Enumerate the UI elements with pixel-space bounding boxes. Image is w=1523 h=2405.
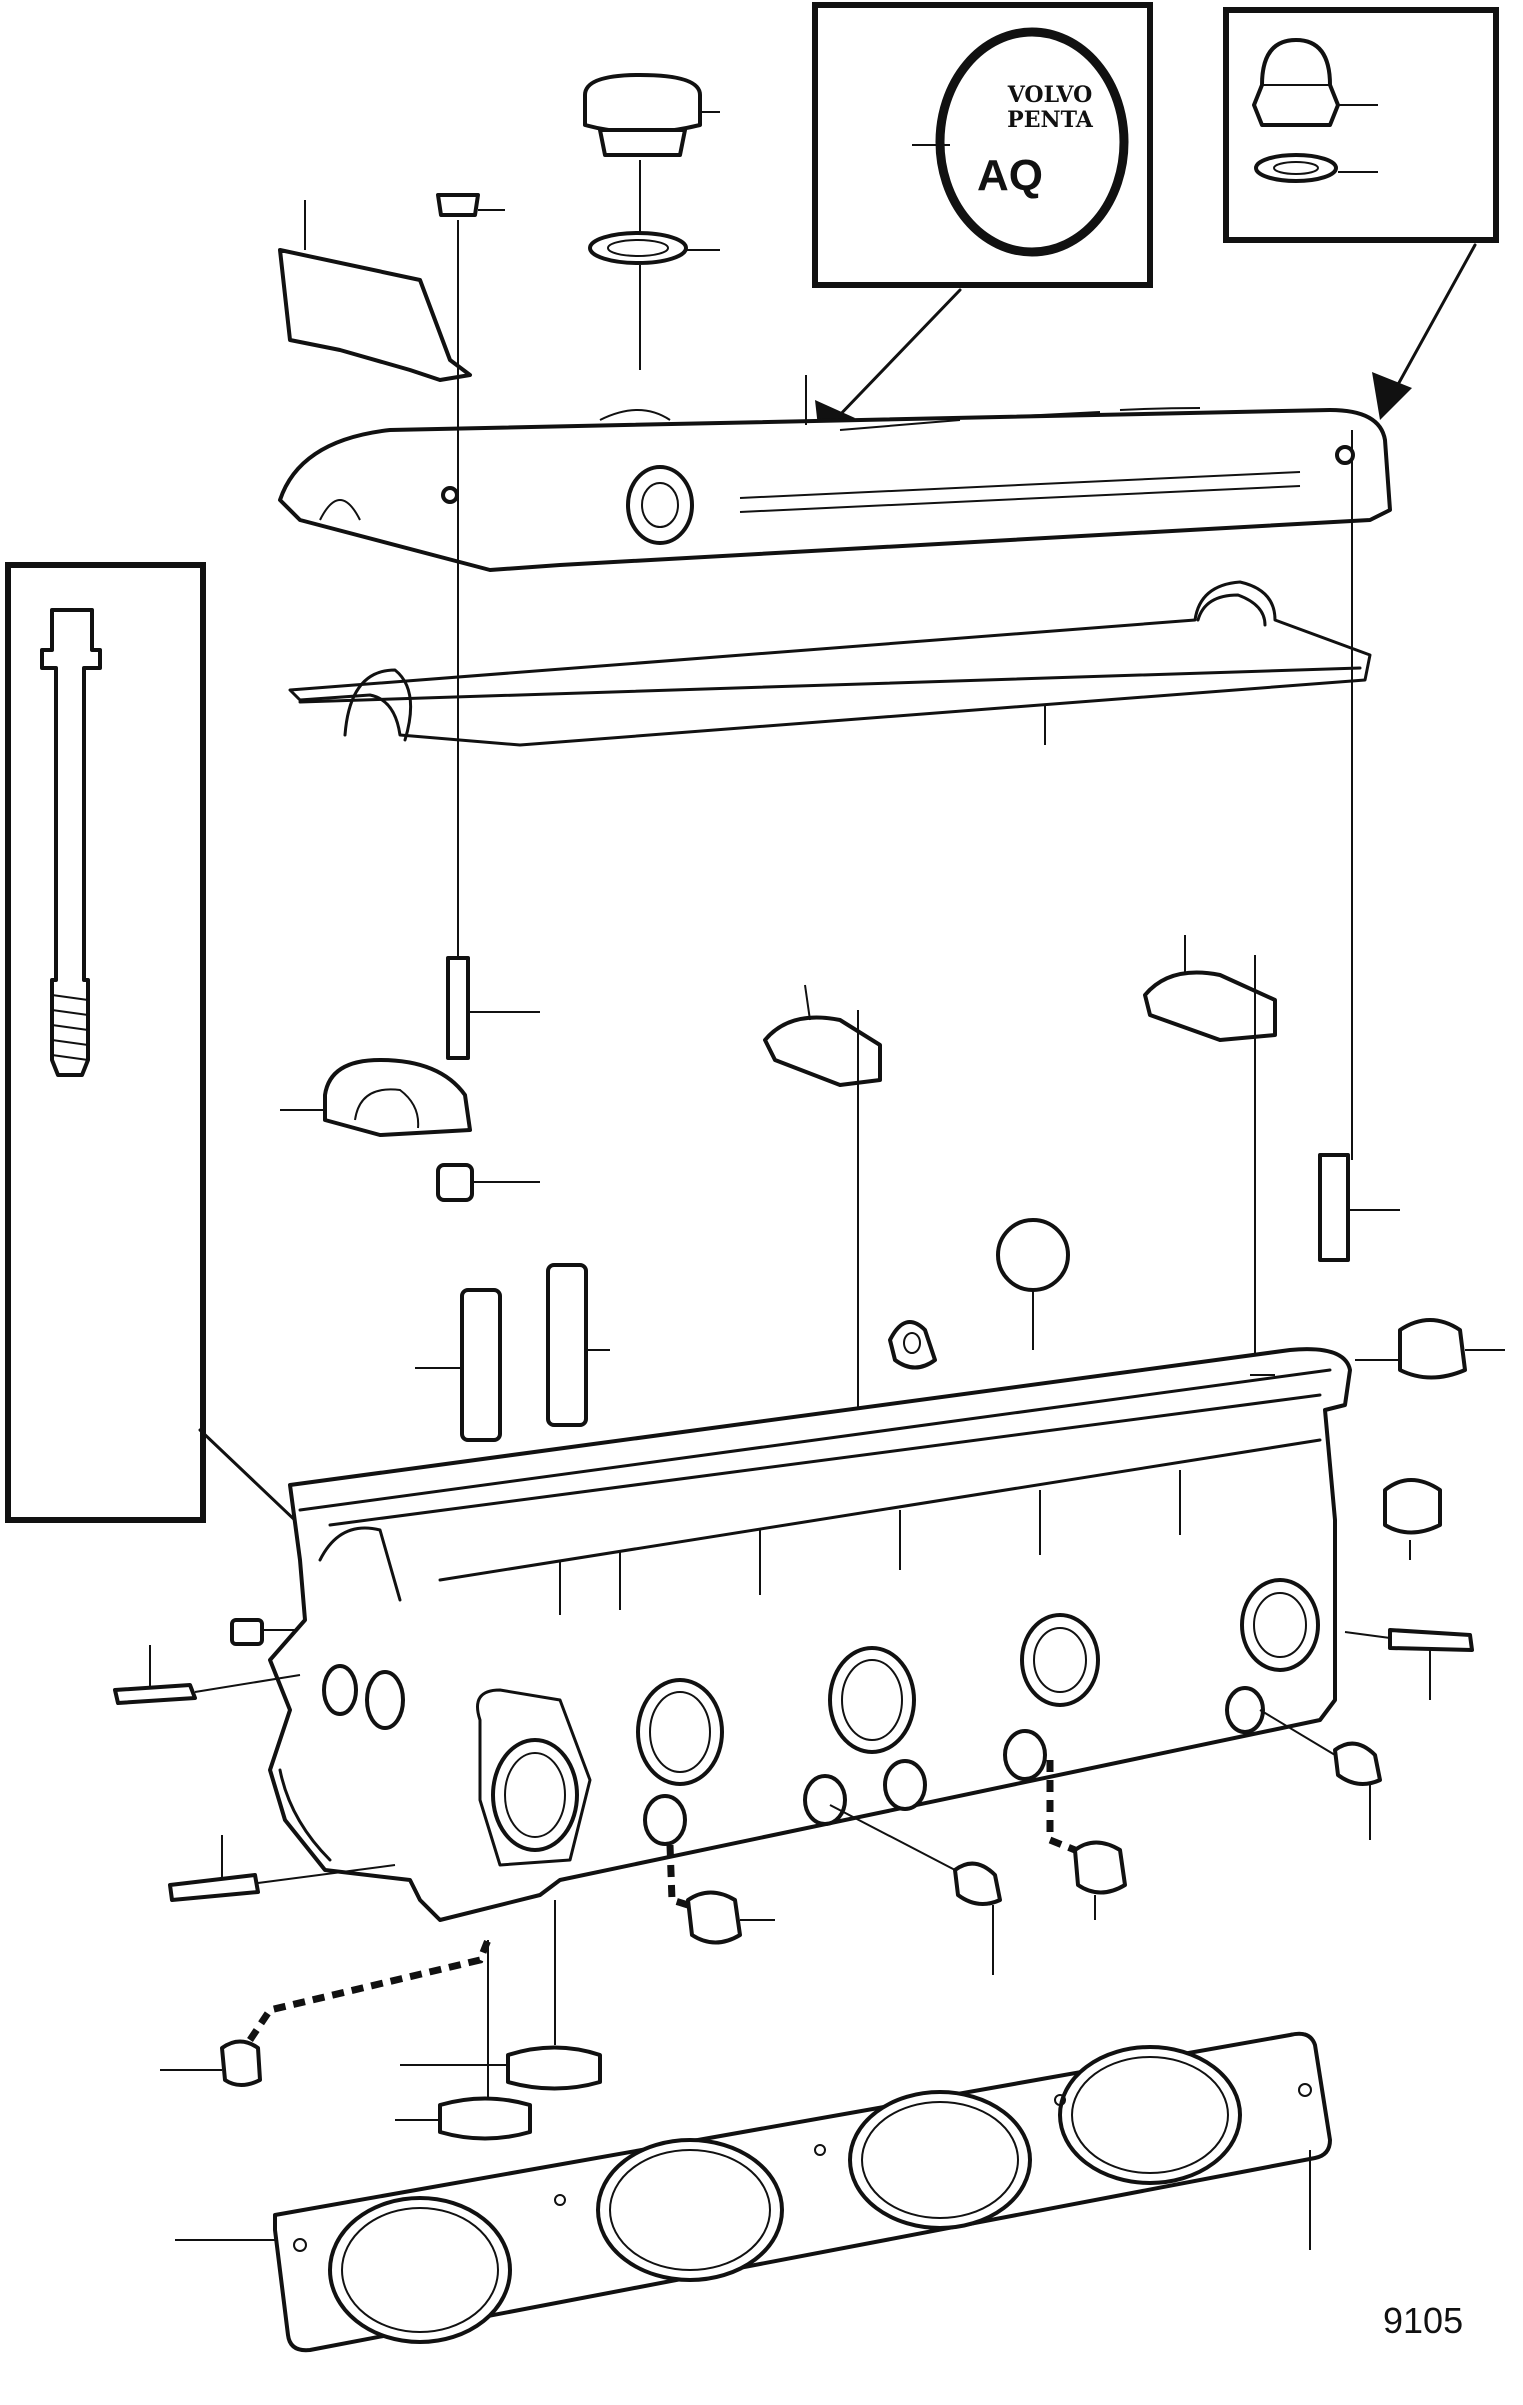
core-plug-left: [686, 1890, 742, 1945]
head-bolt: [40, 608, 102, 1077]
head-gasket: [175, 2031, 1332, 2353]
bearing-cap-1: [323, 1058, 472, 1137]
arrow-nut-line: [1393, 243, 1477, 392]
seal-ring-2: [438, 2096, 532, 2141]
grommet: [888, 1320, 937, 1370]
bearing-cap-3: [1143, 970, 1277, 1042]
cap-nut: [1252, 38, 1340, 127]
oil-filler-cap: [583, 73, 720, 370]
head-bolt-inset: [5, 562, 430, 1648]
decal-line1: VOLVO: [1007, 82, 1093, 108]
cylinder-head: [268, 1347, 1352, 1922]
decal-line3: AQ: [977, 151, 1043, 200]
stud-left-1: [113, 1683, 197, 1705]
sleeve-1: [436, 1163, 474, 1202]
stud-right: [1318, 1153, 1350, 1262]
stud-left-2: [168, 1873, 260, 1902]
seal-plug-1: [1398, 1318, 1467, 1380]
core-plug-bottom: [220, 2039, 262, 2087]
valve-cover: [278, 375, 1392, 572]
arrow-decal-line: [833, 288, 962, 422]
cap-nut-inset: [1223, 7, 1499, 420]
head-fasteners: [113, 1618, 1474, 2141]
figure-number: 9105: [1383, 2300, 1464, 2341]
o-ring: [996, 1218, 1070, 1292]
seal-plug-2: [1383, 1478, 1442, 1535]
plug-small-left: [230, 1618, 264, 1646]
decal-line2: PENTA: [1007, 107, 1094, 133]
cap-washer: [1254, 153, 1338, 183]
stud-right-side: [1388, 1628, 1474, 1652]
bearing-cap-2: [763, 1015, 882, 1087]
seal-ring-1: [506, 2045, 602, 2091]
valve-cover-gasket: [288, 580, 1372, 747]
plug-right-1: [1333, 1741, 1382, 1786]
heat-shield-plate: [278, 248, 472, 382]
decal-inset: VOLVO PENTA AQ: [812, 2, 1153, 445]
studs-and-caps: [280, 935, 1505, 1560]
arrow-nut-head: [1372, 372, 1412, 420]
filler-seal: [588, 231, 688, 265]
volvo-penta-decal: [935, 27, 1129, 257]
valve-guide-1: [460, 1288, 502, 1442]
valve-guide-2: [546, 1263, 588, 1427]
core-plug-center: [1073, 1840, 1127, 1895]
plug-center: [953, 1861, 1002, 1906]
stud-nut-top: [278, 193, 505, 382]
